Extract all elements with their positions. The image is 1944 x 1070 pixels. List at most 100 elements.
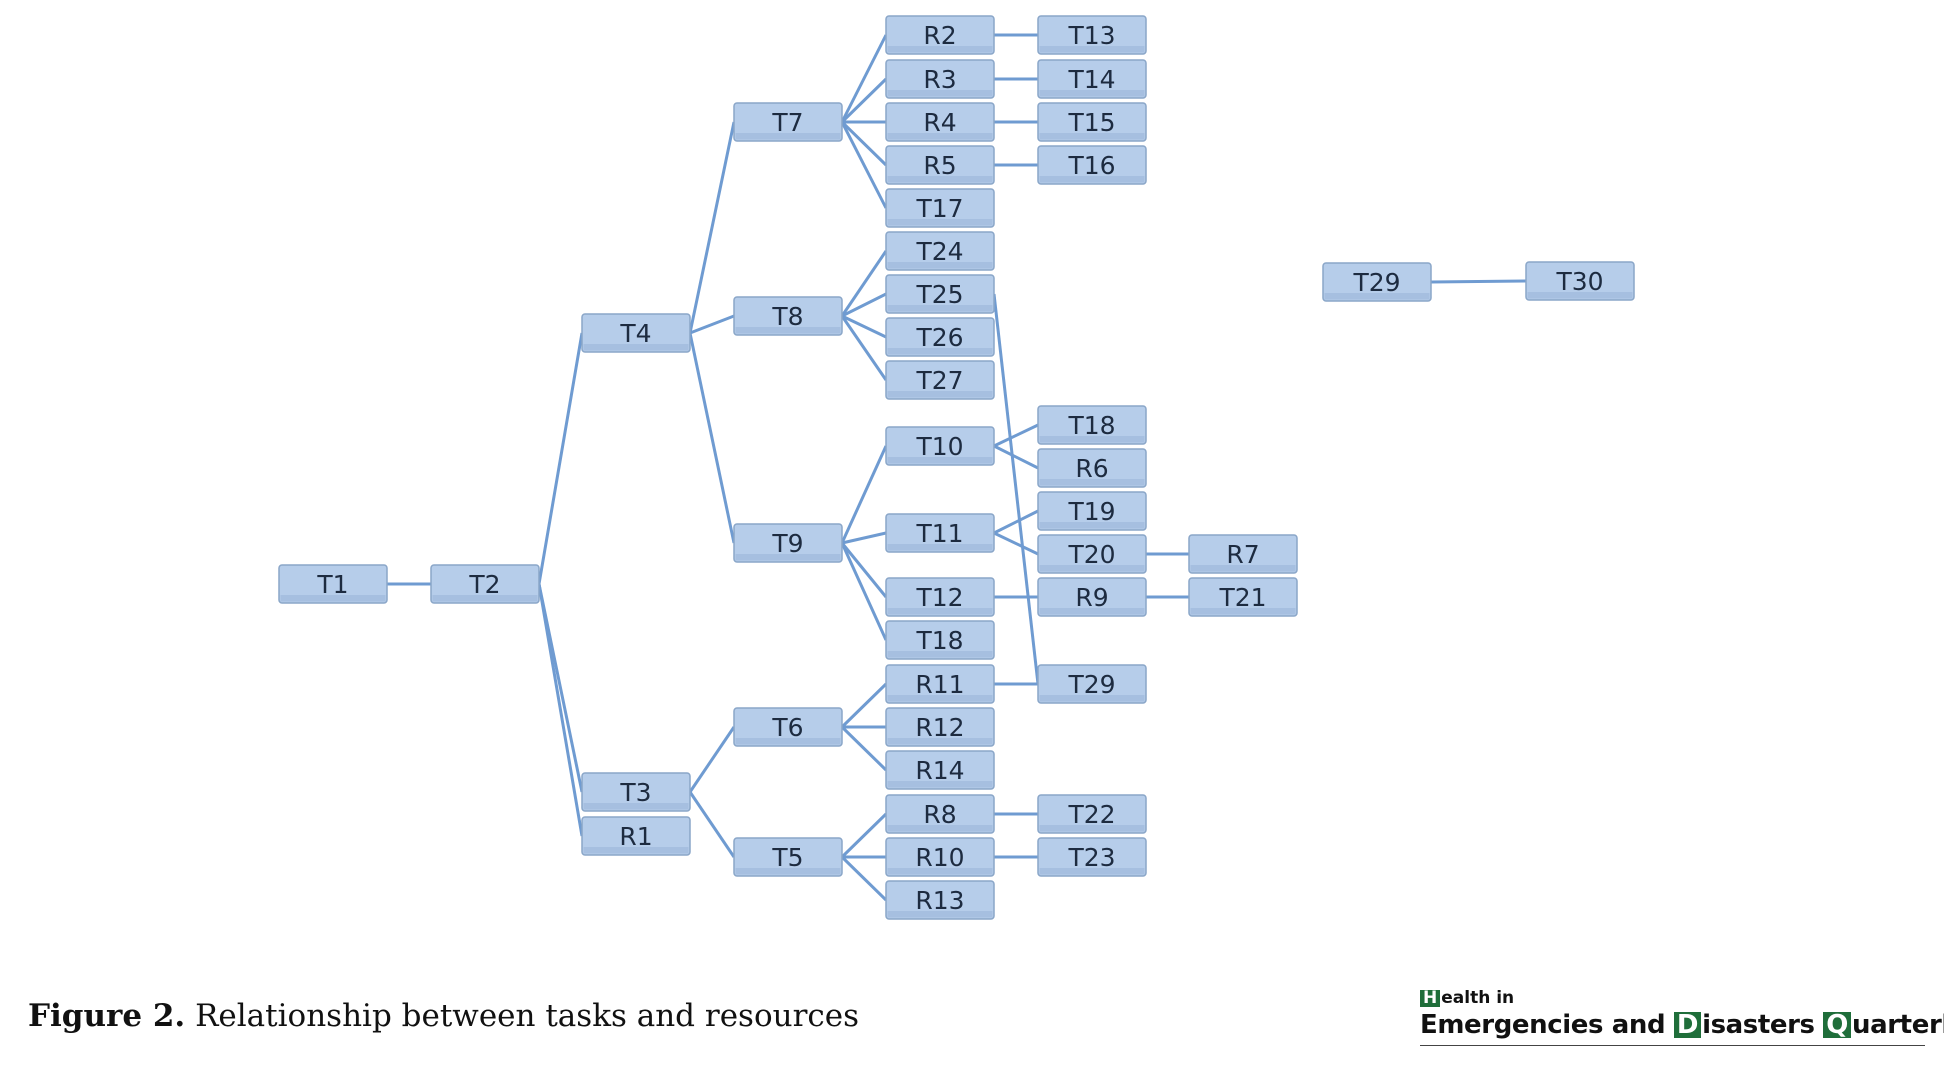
node-label: R13 xyxy=(915,886,964,915)
node-t24-19: T24 xyxy=(885,231,995,271)
node-r1-4: R1 xyxy=(581,816,691,856)
node-label: T14 xyxy=(1067,65,1115,94)
node-box xyxy=(1037,15,1147,55)
node-box xyxy=(1188,577,1298,617)
node-box xyxy=(885,59,995,99)
edge-t2-t4-1 xyxy=(537,332,584,585)
node-r13-44: R13 xyxy=(885,880,995,920)
edge-t29-t30-23 xyxy=(1430,279,1527,284)
node-shade xyxy=(280,595,386,602)
node-box xyxy=(1037,664,1147,704)
node-shade xyxy=(735,738,841,745)
edge-t5-r8-39 xyxy=(840,812,888,859)
node-box xyxy=(733,102,843,142)
node-box xyxy=(885,360,995,400)
node-box xyxy=(885,231,995,271)
node-box xyxy=(1037,794,1147,834)
logo-word-isasters: isasters xyxy=(1702,1010,1824,1040)
edge-t7-r3-10 xyxy=(840,77,888,124)
node-box xyxy=(733,523,843,563)
node-r12-38: R12 xyxy=(885,707,995,747)
node-r11-36: R11 xyxy=(885,664,995,704)
node-r7-31: R7 xyxy=(1188,534,1298,574)
node-label: T22 xyxy=(1067,800,1115,829)
node-box xyxy=(733,296,843,336)
node-box xyxy=(885,837,995,877)
node-box xyxy=(885,145,995,185)
node-t15-15: T15 xyxy=(1037,102,1147,142)
node-box xyxy=(885,317,995,357)
node-shade xyxy=(1039,436,1145,443)
node-box xyxy=(885,577,995,617)
node-shade xyxy=(887,695,993,702)
node-shade xyxy=(1039,479,1145,486)
node-shade xyxy=(887,219,993,226)
node-t18-35: T18 xyxy=(885,620,995,660)
node-shade xyxy=(887,544,993,551)
node-label: R5 xyxy=(923,151,956,180)
node-label: T30 xyxy=(1555,267,1603,296)
edge-t4-t9-6 xyxy=(688,332,736,544)
node-label: T2 xyxy=(468,570,500,599)
node-t27-22: T27 xyxy=(885,360,995,400)
node-t1-0: T1 xyxy=(278,564,388,604)
node-r5-16: R5 xyxy=(885,145,995,185)
node-box xyxy=(430,564,540,604)
edge-t6-r14-37 xyxy=(840,725,888,772)
edge-t8-t24-18 xyxy=(840,250,888,317)
node-label: T24 xyxy=(915,237,963,266)
node-t30-24: T30 xyxy=(1525,261,1635,301)
node-t11-28: T11 xyxy=(885,513,995,553)
node-r10-42: R10 xyxy=(885,837,995,877)
node-shade xyxy=(887,391,993,398)
node-shade xyxy=(583,344,689,351)
logo-word-uarterly: uarterly xyxy=(1852,1010,1944,1040)
edge-t9-t10-24 xyxy=(840,445,888,544)
node-label: T25 xyxy=(915,280,963,309)
node-box xyxy=(1525,261,1635,301)
node-t2-1: T2 xyxy=(430,564,540,604)
node-box xyxy=(885,794,995,834)
node-box xyxy=(885,707,995,747)
edge-t10-t18-28 xyxy=(993,423,1039,448)
node-t12-32: T12 xyxy=(885,577,995,617)
node-label: T27 xyxy=(915,366,963,395)
node-t7-5: T7 xyxy=(733,102,843,142)
node-label: T26 xyxy=(915,323,963,352)
node-shade xyxy=(887,133,993,140)
edge-t9-t12-26 xyxy=(840,542,888,598)
edge-t3-t5-8 xyxy=(688,791,736,858)
node-t4-2: T4 xyxy=(581,313,691,353)
node-r8-40: R8 xyxy=(885,794,995,834)
edge-t8-t25-19 xyxy=(841,292,887,318)
node-shade xyxy=(887,825,993,832)
node-t29-23: T29 xyxy=(1322,262,1432,302)
node-t22-41: T22 xyxy=(1037,794,1147,834)
node-shade xyxy=(432,595,538,602)
node-t26-21: T26 xyxy=(885,317,995,357)
node-box xyxy=(1037,837,1147,877)
node-t25-20: T25 xyxy=(885,274,995,314)
node-box xyxy=(1037,577,1147,617)
node-box xyxy=(885,426,995,466)
node-box xyxy=(885,274,995,314)
edge-t11-t20-31 xyxy=(993,531,1039,556)
node-shade xyxy=(1039,695,1145,702)
node-box xyxy=(1037,145,1147,185)
node-label: T18 xyxy=(1067,411,1115,440)
node-label: T12 xyxy=(915,583,963,612)
node-shade xyxy=(887,651,993,658)
node-box xyxy=(1322,262,1432,302)
node-shade xyxy=(1190,565,1296,572)
node-shade xyxy=(1039,565,1145,572)
node-label: R6 xyxy=(1075,454,1108,483)
node-label: R11 xyxy=(915,670,964,699)
edge-t7-r2-9 xyxy=(840,34,888,123)
node-box xyxy=(1037,491,1147,531)
node-label: T18 xyxy=(915,626,963,655)
node-label: R7 xyxy=(1226,540,1259,569)
node-shade xyxy=(1190,608,1296,615)
node-shade xyxy=(1039,608,1145,615)
edge-t8-t26-20 xyxy=(841,314,887,339)
